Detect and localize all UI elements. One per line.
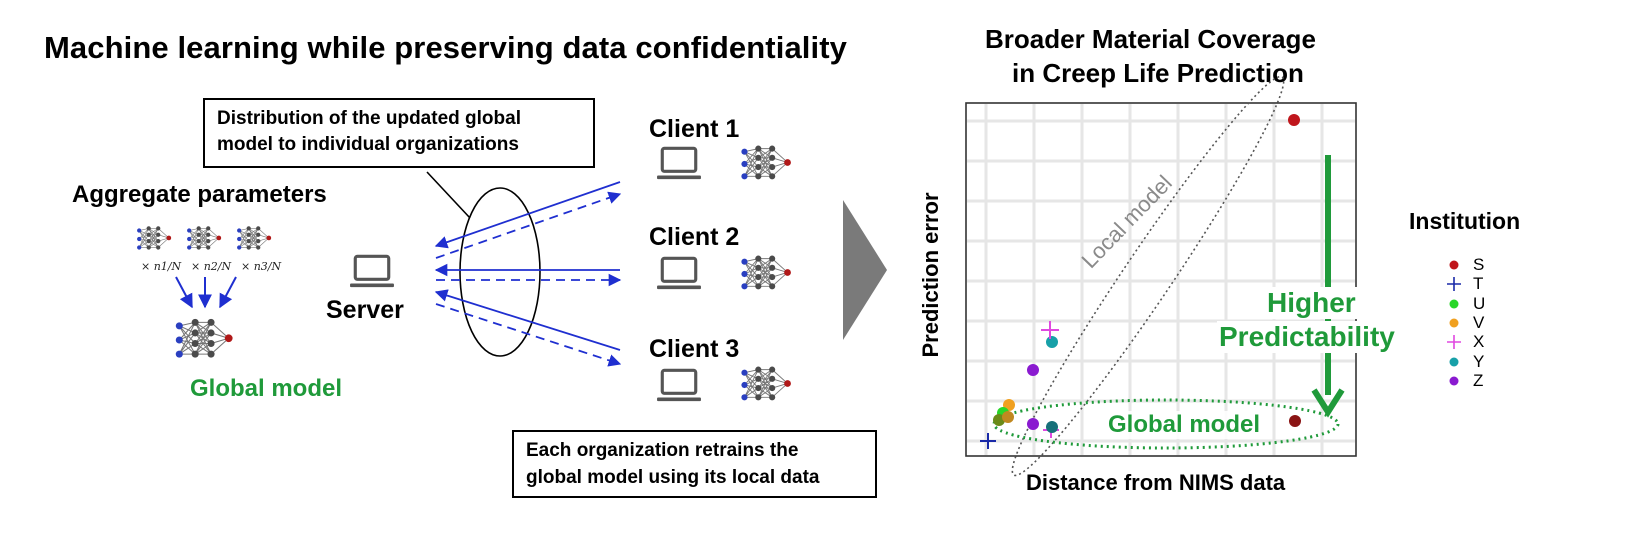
legend-item-s: S (1445, 255, 1484, 275)
legend-label-s: S (1473, 255, 1485, 274)
higher-predictability-line-2: Predictability (1217, 321, 1397, 353)
retrain-callout-line-1: Each organization retrains the (526, 440, 799, 461)
plot-grid (967, 104, 1355, 455)
weight-label-2: × n2/N (191, 260, 232, 273)
legend-item-y: Y (1445, 352, 1484, 372)
retrain-callout-line-2: global model using its local data (526, 467, 820, 488)
legend-marker-t (1445, 275, 1463, 293)
point-y-global (1046, 421, 1058, 433)
distribution-callout-line-1: Distribution of the updated global (217, 108, 521, 129)
point-s-global (1289, 415, 1301, 427)
legend-marker-z (1445, 372, 1463, 390)
left-panel-title: Machine learning while preserving data c… (44, 30, 847, 65)
global-model-label-plot: Global model (1106, 411, 1263, 439)
higher-predictability-line-1: Higher (1265, 287, 1358, 319)
weight-label-1: × n1/N (141, 260, 182, 273)
divider-chevron (843, 200, 887, 340)
legend-marker-s (1445, 256, 1463, 274)
legend-label-t: T (1473, 274, 1484, 294)
legend-item-v: V (1445, 313, 1484, 333)
data-points (980, 114, 1301, 449)
retrain-callout-box: Each organization retrains the global mo… (512, 430, 877, 498)
legend-label-z: Z (1473, 370, 1484, 390)
legend-item-t: T (1445, 274, 1483, 294)
global-model-ellipse (992, 398, 1340, 450)
point-t (980, 433, 996, 449)
weight-label-3: × n3/N (241, 260, 282, 273)
distribution-callout-box: Distribution of the updated global model… (203, 98, 595, 168)
local-model-ellipse (1011, 75, 1285, 477)
legend-marker-y (1445, 353, 1463, 371)
point-x-local (1041, 321, 1059, 339)
legend-title: Institution (1409, 208, 1521, 234)
legend-marker-v (1445, 314, 1463, 332)
right-panel-title-line-1: Broader Material Coverage (985, 24, 1316, 54)
server-label: Server (326, 296, 404, 324)
legend-item-x: X (1445, 332, 1484, 352)
client-3-label: Client 3 (649, 335, 740, 363)
x-axis-label: Distance from NIMS data (1026, 470, 1286, 495)
client-2-label: Client 2 (649, 223, 740, 251)
distribution-callout-line-2: model to individual organizations (217, 134, 519, 155)
legend-label-x: X (1473, 332, 1485, 352)
aggregate-parameters-label: Aggregate parameters (72, 181, 327, 208)
legend-label-u: U (1473, 293, 1486, 313)
point-z-global (1027, 418, 1039, 430)
legend-item-z: Z (1445, 371, 1483, 391)
legend-label-y: Y (1473, 351, 1485, 371)
legend-marker-x (1445, 333, 1463, 351)
point-z-local (1027, 364, 1039, 376)
legend-marker-u (1445, 295, 1463, 313)
point-cluster-2 (1002, 411, 1014, 423)
point-y-local (1046, 336, 1058, 348)
legend-label-v: V (1473, 312, 1485, 332)
client-1-label: Client 1 (649, 115, 740, 143)
global-model-label-left: Global model (190, 375, 343, 402)
point-s-local (1288, 114, 1300, 126)
right-panel-title-line-2: in Creep Life Prediction (1012, 58, 1304, 88)
legend-item-u: U (1445, 294, 1485, 314)
